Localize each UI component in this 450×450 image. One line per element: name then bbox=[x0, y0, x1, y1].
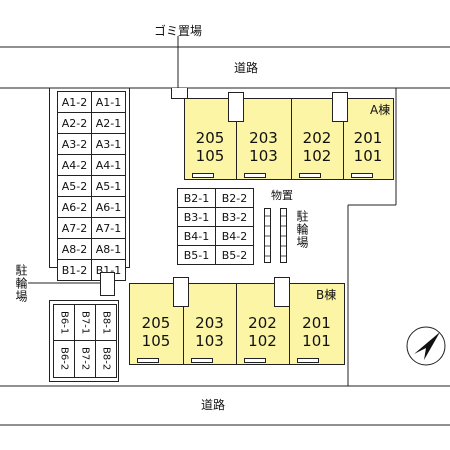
parking-space-b4-1: B4-1 bbox=[177, 226, 216, 246]
building-a-unit-upper-201: 201 bbox=[353, 129, 383, 147]
bike-rack-1 bbox=[264, 208, 271, 263]
garbage-bin bbox=[171, 88, 188, 99]
building-b-unit-upper-205: 205 bbox=[141, 314, 171, 332]
parking-space-a7-1: A7-1 bbox=[91, 217, 126, 239]
parking-space-a8-2: A8-2 bbox=[57, 238, 92, 260]
building-b-label: B棟 bbox=[316, 288, 337, 302]
parking-space-a2-1: A2-1 bbox=[91, 112, 126, 134]
parking-space-a3-1: A3-1 bbox=[91, 133, 126, 155]
parking-space-a4-1: A4-1 bbox=[91, 154, 126, 176]
parking-space-b3-1: B3-1 bbox=[177, 207, 216, 227]
building-a-unit-upper-205: 205 bbox=[195, 129, 225, 147]
building-a-label: A棟 bbox=[370, 103, 391, 117]
building-b-entrance-103 bbox=[191, 358, 213, 363]
parking-space-b3-2: B3-2 bbox=[215, 207, 254, 227]
parking-space-b2-1: B2-1 bbox=[177, 188, 216, 208]
parking-space-a4-2: A4-2 bbox=[57, 154, 92, 176]
building-a-unit-upper-203: 203 bbox=[249, 129, 278, 147]
building-a-unit-101 bbox=[343, 98, 394, 180]
bike-rack-2 bbox=[280, 208, 287, 263]
parking-space-b7-1: B7-1 bbox=[74, 304, 96, 341]
building-a-entrance-102 bbox=[299, 173, 321, 178]
building-a-unit-lower-105: 105 bbox=[195, 147, 225, 165]
parking-space-b1-2: B1-2 bbox=[57, 259, 92, 281]
parking-space-a1-2: A1-2 bbox=[57, 91, 92, 113]
building-b-unit-lower-101: 101 bbox=[302, 332, 331, 350]
building-a-entrance-101 bbox=[351, 173, 373, 178]
building-b-unit-upper-203: 203 bbox=[195, 314, 224, 332]
parking-space-b7-2: B7-2 bbox=[74, 340, 96, 378]
bike-rack-hatching bbox=[264, 215, 287, 257]
parking-space-a1-1: A1-1 bbox=[91, 91, 126, 113]
bike-parking-left-label: 駐輪場 bbox=[14, 264, 28, 303]
north-arrow-icon bbox=[406, 326, 446, 366]
building-b-entrance-105 bbox=[137, 358, 159, 363]
building-a-stair-icon bbox=[332, 92, 348, 122]
parking-space-b2-2: B2-2 bbox=[215, 188, 254, 208]
parking-space-a3-2: A3-2 bbox=[57, 133, 92, 155]
parking-space-b6-1: B6-1 bbox=[53, 304, 75, 341]
building-b-stair-icon bbox=[274, 277, 290, 307]
parking-space-a5-2: A5-2 bbox=[57, 175, 92, 197]
garbage-label: ゴミ置場 bbox=[154, 24, 203, 38]
bike-parking-right-label: 駐輪場 bbox=[295, 210, 309, 249]
building-a-entrance-105 bbox=[192, 173, 214, 178]
building-b-unit-101 bbox=[289, 283, 345, 365]
parking-space-a8-1: A8-1 bbox=[91, 238, 126, 260]
building-b-entrance-102 bbox=[244, 358, 266, 363]
parking-space-a6-1: A6-1 bbox=[91, 196, 126, 218]
bike-parking-left-box bbox=[100, 272, 115, 296]
building-a-unit-upper-202: 202 bbox=[302, 129, 332, 147]
storage-label: 物置 bbox=[271, 189, 293, 202]
parking-space-b4-2: B4-2 bbox=[215, 226, 254, 246]
building-b-unit-lower-105: 105 bbox=[141, 332, 171, 350]
road-bottom-label: 道路 bbox=[201, 398, 226, 412]
parking-space-b6-2: B6-2 bbox=[53, 340, 75, 378]
building-b-unit-lower-103: 103 bbox=[195, 332, 224, 350]
road-top-label: 道路 bbox=[234, 61, 259, 75]
parking-space-b8-2: B8-2 bbox=[95, 340, 117, 378]
building-a-unit-lower-102: 102 bbox=[302, 147, 332, 165]
building-a-unit-lower-103: 103 bbox=[249, 147, 278, 165]
parking-space-b5-1: B5-1 bbox=[177, 245, 216, 265]
building-b-entrance-101 bbox=[297, 358, 319, 363]
parking-space-b8-1: B8-1 bbox=[95, 304, 117, 341]
parking-space-a2-2: A2-2 bbox=[57, 112, 92, 134]
parking-space-b5-2: B5-2 bbox=[215, 245, 254, 265]
building-b-stair-icon bbox=[173, 277, 189, 307]
building-b-unit-upper-202: 202 bbox=[248, 314, 277, 332]
building-b-unit-lower-102: 102 bbox=[248, 332, 277, 350]
building-b-unit-upper-201: 201 bbox=[302, 314, 331, 332]
parking-space-a6-2: A6-2 bbox=[57, 196, 92, 218]
parking-bottom-block bbox=[49, 300, 119, 382]
building-a-entrance-103 bbox=[244, 173, 266, 178]
parking-space-a7-2: A7-2 bbox=[57, 217, 92, 239]
building-b-unit-103 bbox=[183, 283, 237, 365]
building-a-stair-icon bbox=[228, 92, 244, 122]
building-a-unit-lower-101: 101 bbox=[353, 147, 383, 165]
parking-space-a5-1: A5-1 bbox=[91, 175, 126, 197]
